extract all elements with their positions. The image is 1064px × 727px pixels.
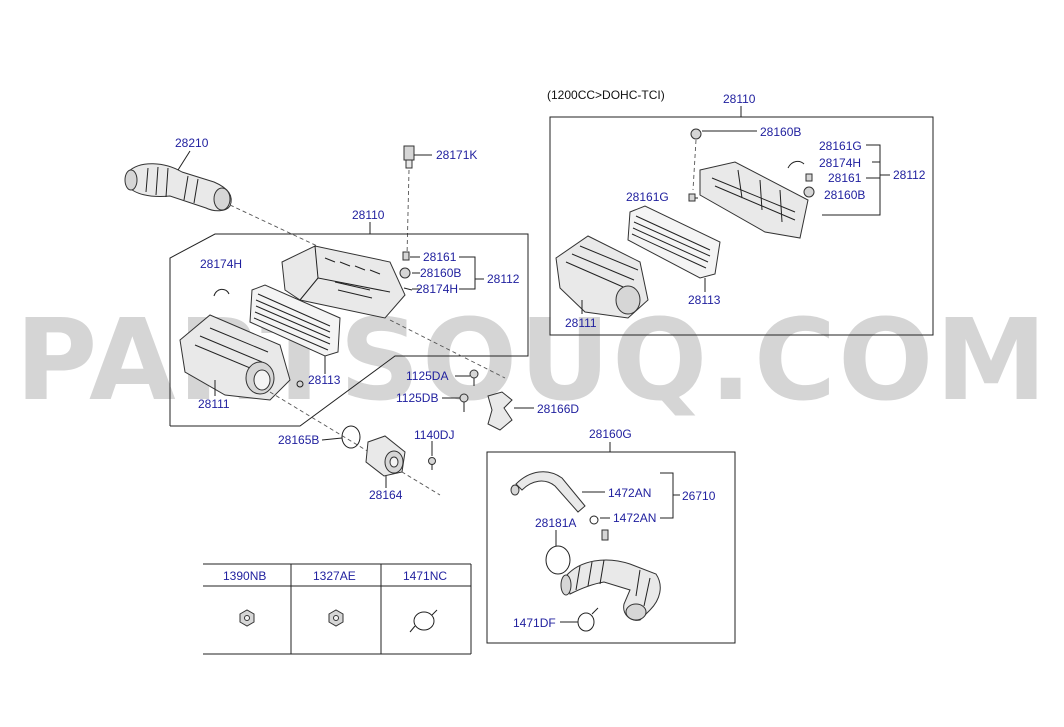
label-1125DB[interactable]: 1125DB: [396, 391, 438, 405]
variant-note: (1200CC>DOHC-TCI): [547, 88, 665, 102]
label-28111-var[interactable]: 28111: [565, 316, 597, 330]
label-28160B-var-top[interactable]: 28160B: [760, 125, 801, 139]
label-28164[interactable]: 28164: [369, 488, 403, 502]
bracket-28166D-part[interactable]: [487, 391, 513, 431]
gasket-28165B-part[interactable]: [341, 425, 361, 449]
clip-28174H-part[interactable]: [213, 288, 230, 297]
label-28160B-main[interactable]: 28160B: [420, 266, 461, 280]
dash-sensor: [406, 169, 410, 257]
label-28110-main[interactable]: 28110: [352, 208, 385, 222]
air-cleaner-body-part[interactable]: [179, 314, 291, 401]
label-1472AN-b[interactable]: 1472AN: [613, 511, 656, 525]
label-1471DF[interactable]: 1471DF: [513, 616, 556, 630]
variant-nipple-part[interactable]: [805, 173, 813, 182]
label-28181A[interactable]: 28181A: [535, 516, 576, 530]
fastener-1327AE-part[interactable]: [328, 609, 344, 627]
fastener-table: [203, 563, 472, 655]
variant-cap-bottom-part[interactable]: [803, 186, 815, 198]
label-28166D[interactable]: 28166D: [537, 402, 579, 416]
gasket-28181A-part[interactable]: [545, 545, 571, 575]
bracket-28112-main: [459, 256, 476, 290]
variant-body-part[interactable]: [555, 235, 649, 319]
hose-kit-box: [486, 451, 736, 644]
label-28112-main[interactable]: 28112: [487, 272, 520, 286]
label-28161-main[interactable]: 28161: [423, 250, 457, 264]
label-28113-var[interactable]: 28113: [688, 293, 721, 307]
variant-assembly-box: [549, 116, 934, 336]
variant-plug-part[interactable]: [688, 193, 696, 202]
air-filter-element-part[interactable]: [249, 284, 341, 357]
variant-cover-part[interactable]: [699, 161, 809, 239]
label-28161-var[interactable]: 28161: [828, 171, 862, 185]
label-28210[interactable]: 28210: [175, 136, 209, 150]
label-28165B[interactable]: 28165B: [278, 433, 319, 447]
label-28110-var[interactable]: 28110: [723, 92, 756, 106]
main-assembly-frame: [169, 233, 529, 427]
fastener-header-1[interactable]: 1327AE: [313, 569, 356, 583]
bracket-26710: [660, 472, 674, 519]
intake-hose-part[interactable]: [124, 163, 232, 212]
bolt-1125DA-part[interactable]: [469, 369, 479, 386]
label-1125DA[interactable]: 1125DA: [406, 369, 448, 383]
fastener-1390NB-part[interactable]: [239, 609, 255, 627]
label-28113-main[interactable]: 28113: [308, 373, 341, 387]
nipple-part[interactable]: [601, 529, 609, 541]
sensor-28171K-part[interactable]: [403, 145, 415, 169]
label-1472AN-a[interactable]: 1472AN: [608, 486, 651, 500]
label-28174H-main[interactable]: 28174H: [416, 282, 458, 296]
bracket-28112-var: [822, 144, 881, 216]
bolt-1125DB-part[interactable]: [459, 393, 469, 412]
hose-clamp-small-part[interactable]: [589, 515, 599, 525]
air-flow-sensor-part[interactable]: [365, 435, 406, 477]
leader-28165B: [321, 437, 343, 441]
grommet-part[interactable]: [296, 380, 304, 388]
breather-hose-part[interactable]: [510, 471, 586, 513]
variant-filter-part[interactable]: [627, 205, 721, 279]
dash-hose-to-box: [229, 204, 331, 253]
label-26710[interactable]: 26710: [682, 489, 716, 503]
label-28171K[interactable]: 28171K: [436, 148, 477, 162]
label-1140DJ[interactable]: 1140DJ: [414, 428, 454, 442]
clamp-1471DF-part[interactable]: [577, 607, 599, 632]
label-28161G-var-a[interactable]: 28161G: [819, 139, 862, 153]
fastener-header-0[interactable]: 1390NB: [223, 569, 266, 583]
air-cleaner-cover-part[interactable]: [281, 245, 406, 319]
dash-box-to-sensor: [269, 391, 441, 496]
label-28174H-left[interactable]: 28174H: [200, 257, 242, 271]
dash-box-to-bracket: [389, 319, 506, 379]
label-28160B-var-b[interactable]: 28160B: [824, 188, 865, 202]
cover-small-parts[interactable]: [399, 251, 413, 291]
label-28111-main[interactable]: 28111: [198, 397, 230, 411]
label-28160G[interactable]: 28160G: [589, 427, 632, 441]
label-28174H-var[interactable]: 28174H: [819, 156, 861, 170]
intake-duct-part[interactable]: [560, 559, 661, 621]
label-28161G-var-b[interactable]: 28161G: [626, 190, 669, 204]
fastener-header-2[interactable]: 1471NC: [403, 569, 447, 583]
dash-variant-cap: [692, 139, 697, 191]
label-28112-var[interactable]: 28112: [893, 168, 926, 182]
variant-hose-clip-part[interactable]: [787, 160, 805, 169]
variant-cap-top-part[interactable]: [690, 128, 702, 140]
fastener-1471NC-part[interactable]: [409, 609, 438, 633]
leader-28210: [177, 150, 191, 171]
screw-1140DJ-part[interactable]: [428, 457, 436, 471]
